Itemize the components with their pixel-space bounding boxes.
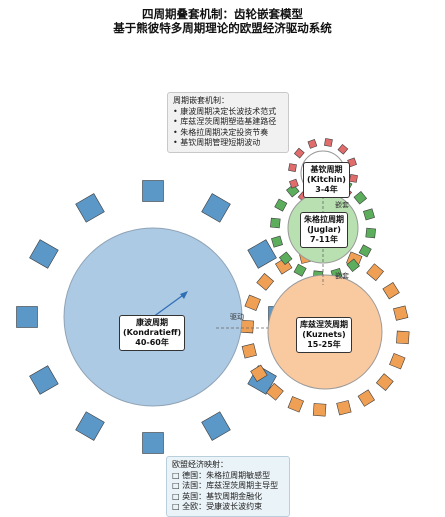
- juglar-tooth: [353, 191, 368, 205]
- kitchin-label: 基钦周期 (Kitchin) 3-4年: [303, 162, 350, 198]
- mapping-item: 德国：朱格拉周期敏感型: [172, 471, 284, 482]
- mechanism-legend: 周期嵌套机制： 康波周期决定长波技术范式 库兹涅茨周期塑造基建路径 朱格拉周期决…: [167, 92, 289, 153]
- nest-label-mid: 嵌套: [335, 272, 349, 280]
- juglar-label: 朱格拉周期 (Juglar) 7-11年: [300, 212, 348, 248]
- kuznets-tooth: [241, 343, 257, 359]
- juglar-tooth: [274, 198, 288, 212]
- drive-label: 驱动: [230, 313, 244, 321]
- mapping-item: 法国：库兹涅茨周期主导型: [172, 481, 284, 492]
- juglar-tooth: [358, 244, 372, 258]
- kondratieff-tooth: [142, 432, 164, 454]
- juglar-tooth: [363, 208, 375, 221]
- mapping-heading: 欧盟经济映射：: [172, 460, 228, 469]
- rotation-arrowhead: [180, 291, 188, 299]
- kuznets-label: 库兹涅茨周期 (Kuznets) 15-25年: [296, 317, 352, 353]
- kondratieff-tooth: [247, 239, 277, 269]
- kondratieff-tooth: [75, 411, 105, 441]
- chart-title: 四周期叠套机制：齿轮嵌套模型: [142, 7, 303, 21]
- juglar-tooth: [286, 183, 300, 198]
- kondratieff-tooth: [201, 411, 231, 441]
- mechanism-item: 基钦周期管理短期波动: [173, 138, 283, 149]
- kuznets-tooth: [375, 373, 394, 391]
- juglar-tooth: [365, 227, 376, 239]
- kuznets-tooth: [389, 352, 406, 370]
- kuznets-tooth: [393, 305, 409, 321]
- kondratieff-tooth: [16, 306, 38, 328]
- rotation-arrow: [152, 292, 187, 318]
- kitchin-tooth: [349, 173, 358, 183]
- kondratieff-tooth: [75, 193, 105, 223]
- kuznets-tooth: [266, 382, 284, 401]
- mechanism-heading: 周期嵌套机制：: [173, 96, 229, 105]
- kondratieff-tooth: [201, 193, 231, 223]
- juglar-tooth: [278, 251, 293, 265]
- mapping-item: 英国：基钦周期金融化: [172, 492, 284, 503]
- kitchin-tooth: [289, 178, 299, 189]
- kitchin-tooth: [293, 147, 305, 159]
- mechanism-item: 朱格拉周期决定投资节奏: [173, 128, 283, 139]
- mechanism-item: 库兹涅茨周期塑造基建路径: [173, 117, 283, 128]
- juglar-tooth: [271, 235, 283, 248]
- kuznets-tooth: [336, 400, 352, 416]
- juglar-tooth: [293, 263, 307, 277]
- juglar-tooth: [270, 217, 281, 229]
- kondratieff-tooth: [29, 239, 59, 269]
- kondratieff-tooth: [29, 365, 59, 395]
- kuznets-tooth: [366, 263, 384, 282]
- nest-label-top: 嵌套: [335, 201, 349, 209]
- kuznets-tooth: [312, 403, 327, 417]
- kuznets-tooth: [357, 389, 375, 407]
- kondratieff-tooth: [142, 180, 164, 202]
- mechanism-item: 康波周期决定长波技术范式: [173, 107, 283, 118]
- kuznets-tooth: [256, 273, 275, 291]
- kondratieff-label: 康波周期 (Kondratieff) 40-60年: [119, 315, 186, 351]
- kitchin-tooth: [323, 138, 333, 147]
- kuznets-tooth: [244, 294, 261, 312]
- kuznets-tooth: [250, 364, 268, 382]
- kitchin-tooth: [288, 163, 297, 173]
- eu-mapping-legend: 欧盟经济映射： 德国：朱格拉周期敏感型 法国：库兹涅茨周期主导型 英国：基钦周期…: [166, 456, 290, 517]
- kuznets-tooth: [382, 282, 400, 300]
- kuznets-tooth: [287, 396, 305, 413]
- mapping-item: 全欧：受康波长波约束: [172, 502, 284, 513]
- juglar-tooth: [346, 258, 360, 273]
- kuznets-tooth: [396, 330, 410, 345]
- kitchin-tooth: [337, 143, 349, 155]
- kuznets-tooth: [240, 319, 254, 334]
- kitchin-tooth: [307, 139, 318, 149]
- chart-subtitle: 基于熊彼特多周期理论的欧盟经济驱动系统: [113, 21, 332, 35]
